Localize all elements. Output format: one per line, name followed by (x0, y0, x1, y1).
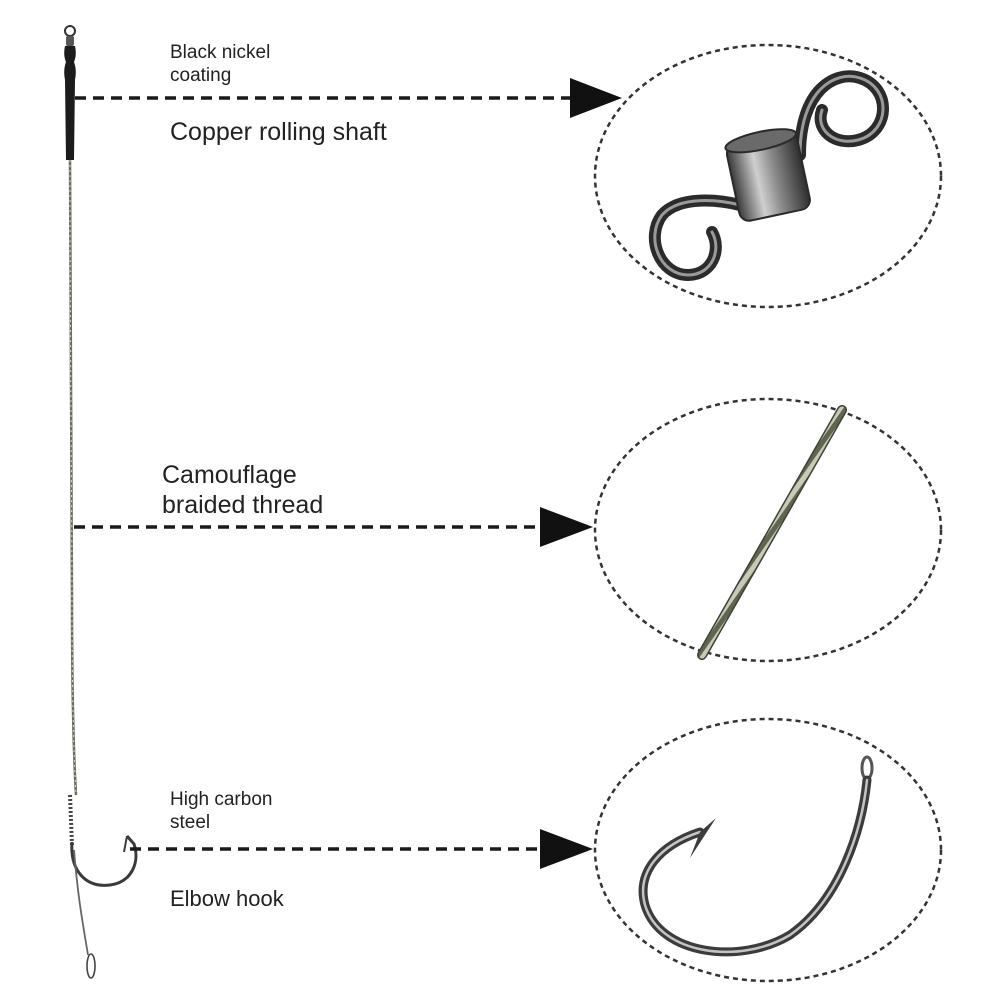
arrow-thread (74, 507, 593, 547)
hook-detail (638, 755, 874, 957)
detail-circle-swivel (593, 43, 943, 309)
detail-circle-hook (593, 717, 943, 983)
rig-hair-tag (73, 849, 89, 956)
label-high-carbon-steel: High carbon steel (170, 789, 273, 833)
thread-detail (697, 405, 847, 660)
rig-sleeve (64, 46, 76, 160)
arrow-hook (130, 829, 593, 869)
rig-braided-line (68, 159, 78, 796)
arrow-swivel (75, 78, 622, 118)
detail-circle-thread (593, 397, 943, 663)
label-camouflage-braided-thread: Camouflage braided thread (162, 461, 324, 519)
rig-swivel-top (64, 25, 76, 46)
label-black-nickel-coating: Black nickel coating (170, 42, 271, 86)
label-elbow-hook: Elbow hook (170, 886, 284, 911)
rig-knot (68, 794, 74, 846)
swivel-detail (648, 70, 889, 282)
label-copper-rolling-shaft: Copper rolling shaft (170, 118, 387, 146)
